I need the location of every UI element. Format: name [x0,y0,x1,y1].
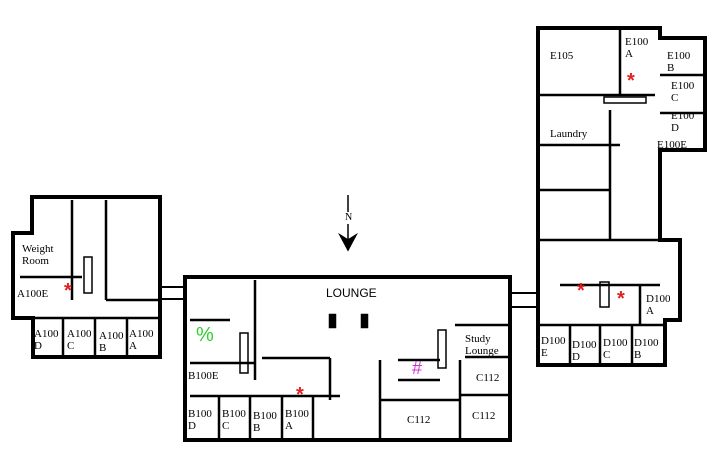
marker-asterisk: * [296,384,304,406]
wing-de-outline [536,26,707,367]
room-label-d100e: D100 E [541,335,566,359]
room-label-e100c: E100 C [671,80,695,104]
room-label-e100a: E100 A [625,36,649,60]
room-label-laundry: Laundry [550,128,588,140]
room-label-c112b: C112 [407,414,431,426]
room-label-d100d: D100 D [572,339,597,363]
room-label-studylounge: Study Lounge [465,333,499,357]
room-label-weightroom: Weight Room [22,243,54,267]
marker-asterisk: * [64,280,72,302]
room-label-e100d: E100 D [671,110,695,134]
room-label-b100e: B100E [188,370,219,382]
room-label-e100e: E100E [657,139,687,151]
marker-asterisk: * [617,288,625,310]
room-label-e100b: E100 B [667,50,691,74]
north-label: N [345,212,353,224]
room-label-d100a: D100 A [646,293,671,317]
room-label-b100c: B100 C [222,408,246,432]
room-label-d100b: D100 B [634,337,659,361]
room-label-b100a: B100 A [285,408,309,432]
connector-ab [159,286,186,300]
marker-asterisk: * [577,280,585,302]
room-label-a100a: A100 A [129,328,154,352]
room-label-c112c: C112 [472,410,496,422]
marker-asterisk: * [627,70,635,92]
room-label-c112a: C112 [476,372,500,384]
wing-bc-outline [183,275,512,442]
room-label-e105: E105 [550,50,574,62]
room-label-lounge: LOUNGE [326,286,377,300]
room-label-a100b: A100 B [99,330,124,354]
room-label-a100e: A100E [17,288,49,300]
room-label-b100b: B100 B [253,410,277,434]
room-label-d100c: D100 C [603,337,628,361]
room-label-b100d: B100 D [188,408,212,432]
marker-percent: % [196,324,214,346]
room-label-a100d: A100 D [34,328,59,352]
room-label-a100c: A100 C [67,328,92,352]
marker-hash: # [412,358,423,378]
connector-cd [509,292,539,308]
